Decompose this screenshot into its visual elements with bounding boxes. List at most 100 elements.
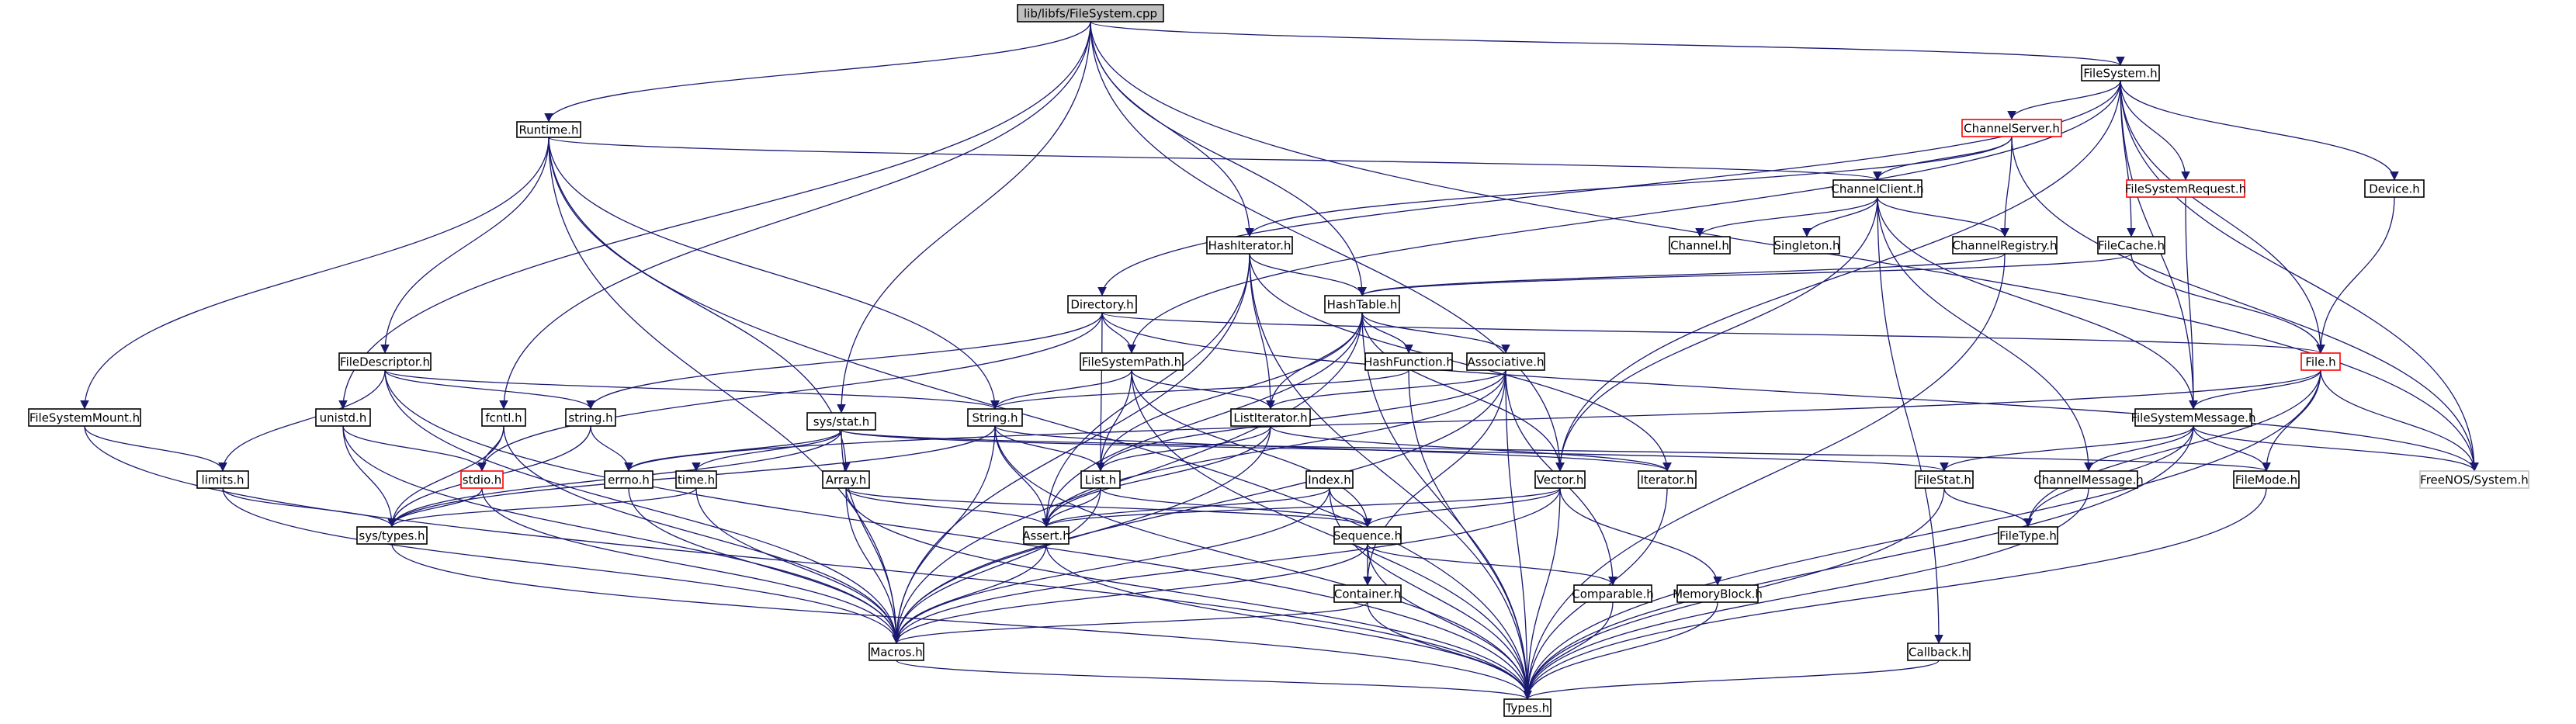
edge-filesystem-h-to-freenos-system-h [2120, 80, 2479, 472]
node-hashiterator-h[interactable]: HashIterator.h [1206, 236, 1293, 255]
edge-channelclient-h-to-vector-h [1555, 196, 1878, 472]
node-filesystemmessage-h[interactable]: FileSystemMessage.h [2130, 408, 2256, 427]
node-label: FileCache.h [2098, 239, 2165, 253]
node-label: Runtime.h [519, 123, 579, 137]
node-channelclient-h[interactable]: ChannelClient.h [1831, 179, 1924, 198]
node-channelserver-h[interactable]: ChannelServer.h [1961, 119, 2062, 137]
node-sysstat-h[interactable]: sys/stat.h [806, 412, 876, 431]
node-label: limits.h [201, 473, 244, 487]
node-sequence-h[interactable]: Sequence.h [1333, 526, 1402, 545]
edge-sequence-h-to-macros-h [892, 543, 1368, 644]
node-channel-h[interactable]: Channel.h [1669, 236, 1731, 255]
node-channelregistry-h[interactable]: ChannelRegistry.h [1952, 236, 2058, 255]
node-string-h[interactable]: String.h [967, 408, 1023, 427]
node-associative-h[interactable]: Associative.h [1466, 352, 1545, 371]
edge-array-h-to-sequence-h [845, 487, 1372, 528]
node-iterator-h[interactable]: Iterator.h [1638, 470, 1697, 489]
node-hashtable-h[interactable]: HashTable.h [1324, 295, 1400, 314]
node-box [1333, 584, 1402, 603]
edge-channelserver-h-to-channelclient-h [1873, 136, 2013, 181]
edge-list-h-to-sequence-h [1100, 487, 1372, 528]
edge-hashiterator-h-to-types-h [1249, 253, 1532, 700]
node-index-h[interactable]: Index.h [1305, 470, 1354, 489]
node-channelmessage-h[interactable]: ChannelMessage.h [2033, 470, 2144, 489]
node-vector-h[interactable]: Vector.h [1534, 470, 1586, 489]
node-box [1333, 526, 1402, 545]
node-label: sys/types.h [359, 529, 425, 543]
edge-comparable-h-to-types-h [1523, 601, 1614, 700]
node-filesystemmount-h[interactable]: FileSystemMount.h [28, 408, 141, 427]
edge-associative-h-to-listiterator-h [1266, 369, 1506, 410]
edge-hashtable-h-to-associative-h [1361, 312, 1510, 354]
node-label: HashIterator.h [1208, 239, 1291, 253]
edge-sysstat-h-to-time-h [692, 429, 842, 472]
edge-filecache-h-to-hashtable-h [1357, 253, 2132, 296]
node-string-h-lower[interactable]: string.h [565, 408, 616, 427]
node-box [1080, 352, 1184, 371]
node-time-h[interactable]: time.h [675, 470, 717, 489]
edge-hashfunction-h-to-types-h [1408, 369, 1532, 700]
node-box [1573, 584, 1652, 603]
node-filedescriptor-h[interactable]: FileDescriptor.h [338, 352, 432, 371]
node-stdio-h[interactable]: stdio.h [460, 470, 504, 489]
node-filesystemrequest-h[interactable]: FileSystemRequest.h [2125, 179, 2246, 198]
node-filecache-h[interactable]: FileCache.h [2097, 236, 2165, 255]
node-types-h[interactable]: Types.h [1503, 698, 1551, 717]
node-label: FileSystemMessage.h [2130, 411, 2255, 425]
node-runtime-h[interactable]: Runtime.h [516, 121, 581, 138]
edge-macros-h-to-types-h [896, 660, 1532, 700]
edge-filesystem-h-to-channelserver-h [2007, 80, 2121, 120]
node-file-h[interactable]: File.h [2300, 352, 2341, 371]
node-comparable-h[interactable]: Comparable.h [1572, 584, 1654, 603]
node-listiterator-h[interactable]: ListIterator.h [1230, 408, 1311, 427]
node-filetype-h[interactable]: FileType.h [1998, 526, 2058, 545]
node-container-h[interactable]: Container.h [1333, 584, 1402, 603]
node-box [1638, 470, 1697, 489]
node-list-h[interactable]: List.h [1080, 470, 1121, 489]
node-box [2233, 470, 2300, 489]
edge-associative-h-to-types-h [1505, 369, 1532, 700]
node-box [2081, 64, 2160, 81]
node-label: stdio.h [463, 473, 502, 487]
edge-fcntl-h-to-macros-h [503, 425, 901, 644]
node-filesystem-h[interactable]: FileSystem.h [2081, 64, 2160, 81]
node-label: Comparable.h [1572, 587, 1654, 601]
edge-directory-h-to-string-h-lower [586, 312, 1103, 410]
node-root[interactable]: lib/libfs/FileSystem.cpp [1017, 4, 1164, 23]
node-device-h[interactable]: Device.h [2364, 179, 2425, 198]
node-fcntl-h[interactable]: fcntl.h [481, 408, 526, 427]
edge-unistd-h-to-stdio-h [342, 425, 487, 472]
node-systypes-h[interactable]: sys/types.h [356, 526, 428, 545]
node-limits-h[interactable]: limits.h [196, 470, 249, 489]
edge-filedescriptor-h-to-types-h [384, 369, 1532, 700]
node-label: FileMode.h [2235, 473, 2297, 487]
edge-filedescriptor-h-to-limits-h [218, 369, 386, 472]
edge-hashiterator-h-to-iterator-h [1249, 253, 1672, 472]
node-singleton-h[interactable]: Singleton.h [1773, 236, 1840, 255]
node-hashfunction-h[interactable]: HashFunction.h [1364, 352, 1454, 371]
node-box [565, 408, 616, 427]
edge-directory-h-to-list-h [1096, 312, 1105, 472]
edge-filestat-h-to-filetype-h [1943, 487, 2033, 528]
node-directory-h[interactable]: Directory.h [1067, 295, 1137, 314]
node-box [1952, 236, 2058, 255]
node-macros-h[interactable]: Macros.h [868, 643, 924, 661]
edge-sysstat-h-to-macros-h [841, 429, 901, 644]
edge-vector-h-to-types-h [1523, 487, 1561, 700]
node-box [315, 408, 371, 427]
node-memoryblock-h[interactable]: MemoryBlock.h [1673, 584, 1763, 603]
node-filesystempath-h[interactable]: FileSystemPath.h [1080, 352, 1184, 371]
node-array-h[interactable]: Array.h [822, 470, 870, 489]
node-filemode-h[interactable]: FileMode.h [2233, 470, 2300, 489]
edge-filesystem-h-to-filesystemrequest-h [2120, 80, 2190, 181]
node-unistd-h[interactable]: unistd.h [315, 408, 371, 427]
edge-string-h-to-iterator-h [994, 425, 1672, 472]
node-assert-h[interactable]: Assert.h [1022, 526, 1070, 545]
edge-string-h-to-types-h [994, 425, 1532, 700]
edge-hashtable-h-to-listiterator-h [1266, 312, 1363, 410]
node-callback-h[interactable]: Callback.h [1907, 643, 1971, 661]
node-errno-h[interactable]: errno.h [604, 470, 654, 489]
node-filestat-h[interactable]: FileStat.h [1915, 470, 1974, 489]
edge-filesystemmessage-h-to-filemode-h [2193, 425, 2271, 472]
edge-stdio-h-to-macros-h [481, 487, 901, 644]
